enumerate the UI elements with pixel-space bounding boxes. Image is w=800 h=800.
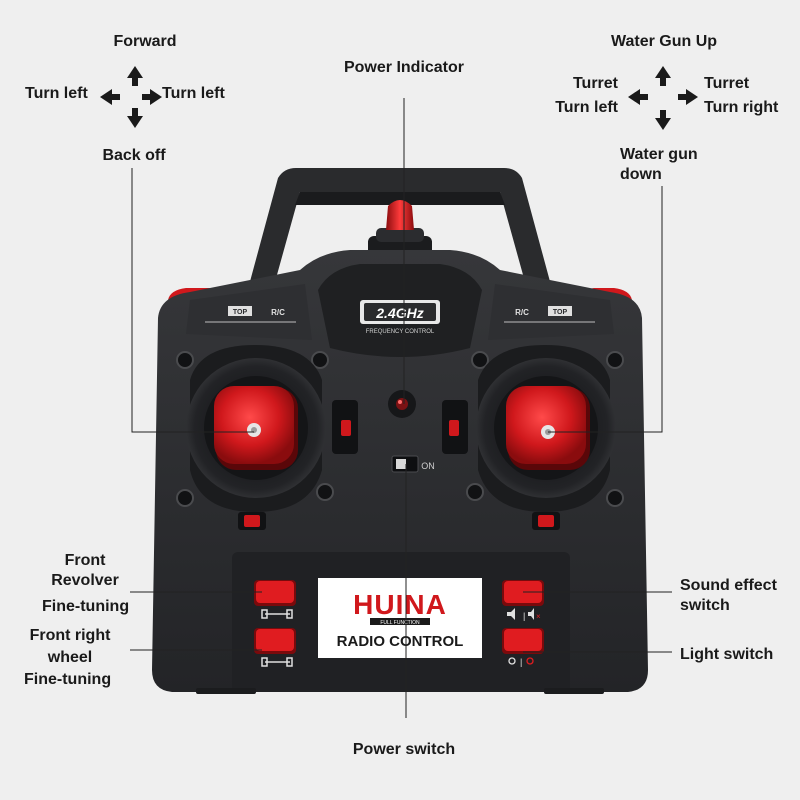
light-switch-button[interactable]: |: [502, 628, 544, 667]
trim-slider-icon: [261, 657, 293, 667]
sound-effect-button[interactable]: | ×: [502, 580, 544, 621]
power-switch[interactable]: ON: [391, 455, 435, 473]
bottom-trim-right[interactable]: [532, 512, 560, 530]
label-turn-left-2: Turn left: [162, 85, 225, 102]
label-forward: Forward: [113, 33, 177, 50]
label-front-right-2: wheel: [47, 649, 93, 666]
leader-lines: [130, 98, 672, 718]
brand-logo: HUINA: [353, 589, 447, 620]
label-power-indicator: Power Indicator: [343, 59, 465, 76]
top-rc-right: TOP R/C: [504, 306, 595, 323]
power-indicator-led: [388, 390, 416, 418]
on-label: ON: [421, 461, 435, 471]
svg-text:×: ×: [536, 612, 541, 621]
top-rc-left: TOP R/C: [205, 306, 296, 323]
trim-slot-left[interactable]: [332, 400, 358, 454]
bottom-trim-left[interactable]: [238, 512, 266, 530]
label-water-gun-down-2: down: [620, 166, 662, 183]
four-way-arrow-icon: [628, 66, 698, 130]
right-joystick[interactable]: [476, 345, 616, 512]
svg-text:|: |: [523, 611, 525, 621]
top-left-text: TOP: [233, 309, 248, 316]
label-light-switch: Light switch: [680, 646, 774, 663]
label-turret-right-2: Turn right: [704, 99, 779, 116]
label-front-revolver-2: Revolver: [51, 572, 119, 589]
label-power-switch: Power switch: [352, 741, 456, 758]
label-water-gun-down-1: Water gun: [620, 146, 698, 163]
speaker-icon: | ×: [507, 608, 541, 621]
brand-logo-sub: FULL FUNCTION: [380, 620, 420, 626]
label-turret-left-1: Turret: [572, 75, 618, 92]
rc-left-text: R/C: [271, 308, 285, 317]
label-sound-effect-2: switch: [680, 597, 730, 614]
trim-slot-right[interactable]: [442, 400, 468, 454]
front-right-wheel-trim-button[interactable]: [254, 628, 296, 667]
label-back-off: Back off: [102, 147, 166, 164]
top-right-text: TOP: [553, 309, 568, 316]
label-turn-left: Turn left: [25, 85, 88, 102]
svg-text:|: |: [520, 657, 522, 667]
carry-handle: [245, 168, 555, 300]
frequency-subtext: FREQUENCY CONTROL: [366, 329, 435, 335]
screws: [176, 351, 624, 507]
label-front-right-1: Front right: [29, 627, 111, 644]
logo-panel: HUINA FULL FUNCTION RADIO CONTROL: [318, 578, 482, 658]
feet: [196, 688, 604, 694]
label-turret-left-2: Turn left: [555, 99, 618, 116]
frequency-text: 2.4GHz: [375, 305, 423, 321]
label-front-revolver-3: Fine-tuning: [42, 598, 130, 615]
label-front-revolver-1: Front: [64, 552, 106, 569]
radio-control-text: RADIO CONTROL: [337, 633, 464, 650]
front-revolver-trim-button[interactable]: [254, 580, 296, 619]
trim-slider-icon: [261, 609, 293, 619]
left-joystick[interactable]: [186, 345, 326, 512]
rc-right-text: R/C: [515, 308, 529, 317]
frequency-badge: 2.4GHz FREQUENCY CONTROL: [360, 300, 440, 335]
label-turret-right-1: Turret: [704, 75, 750, 92]
label-sound-effect-1: Sound effect: [680, 577, 777, 594]
label-front-right-3: Fine-tuning: [24, 671, 112, 688]
four-way-arrow-icon: [100, 66, 162, 128]
bulb-icon: |: [508, 657, 534, 667]
label-water-gun-up: Water Gun Up: [610, 33, 718, 50]
